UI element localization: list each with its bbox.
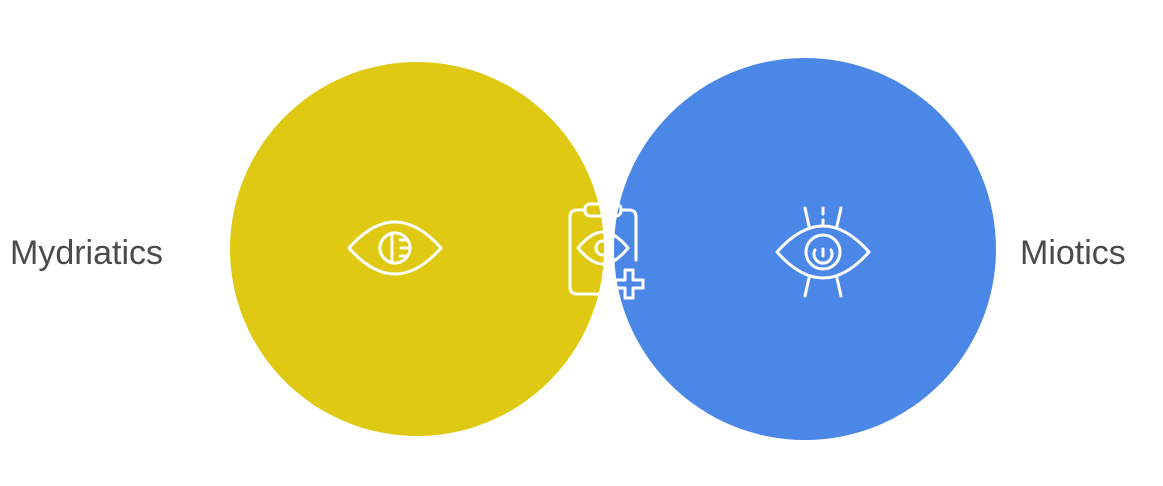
- eye-constricted-icon: [775, 206, 871, 298]
- miotics-label: Miotics: [1020, 234, 1126, 272]
- mydriatics-circle: [230, 62, 604, 436]
- clipboard-eye-medical-icon: [568, 202, 645, 300]
- mydriatics-label: Mydriatics: [10, 234, 164, 272]
- eye-dilated-icon: [347, 220, 443, 276]
